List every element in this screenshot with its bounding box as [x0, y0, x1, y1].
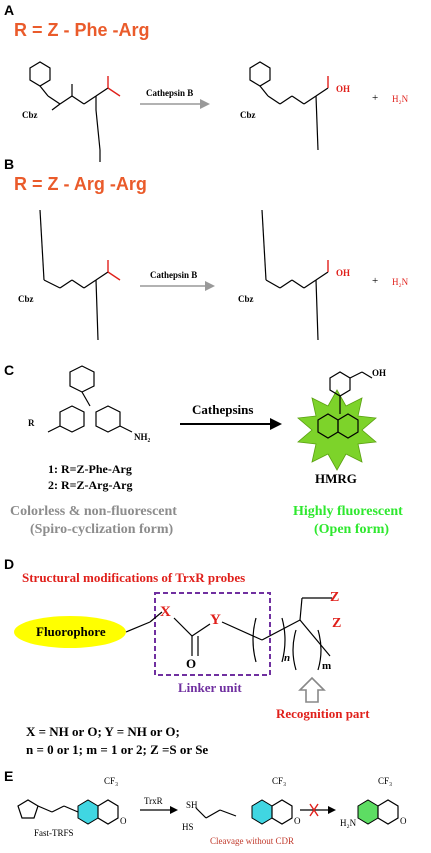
o-label-e2: O	[294, 816, 301, 826]
nh2-label-c: NH₂	[134, 432, 151, 442]
n-subscript: n	[284, 652, 291, 664]
legend-line-2: n = 0 or 1; m = 1 or 2; Z =S or Se	[26, 742, 209, 757]
o-label-e3: O	[400, 816, 407, 826]
panel-c-letter: C	[4, 362, 15, 378]
left-caption-2: (Spiro-cyclization form)	[30, 522, 174, 537]
plus-sign-b: +	[372, 275, 379, 287]
phenyl-ring-right	[249, 61, 271, 87]
compound-1-label: 1: R=Z-Phe-Arg	[48, 462, 132, 476]
panel-e-letter: E	[4, 768, 14, 784]
cbz-label-a-right: Cbz	[240, 110, 256, 120]
cf3-label-1: CF₃	[104, 776, 119, 786]
left-caption-1: Colorless & non-fluorescent	[10, 504, 177, 519]
coumarin-product-benzo	[357, 799, 379, 825]
z-atom-bottom: Z	[332, 616, 342, 631]
y-atom: Y	[210, 612, 221, 628]
h2n-label-e: H₂N	[340, 818, 357, 828]
coumarin-left-benzo	[77, 799, 99, 825]
right-caption-2: (Open form)	[314, 522, 390, 537]
sh-label: SH	[186, 800, 198, 810]
amine-label-b: H₂N	[392, 277, 409, 287]
fluorophore-label: Fluorophore	[36, 624, 106, 639]
cbz-label-b-right: Cbz	[238, 294, 254, 304]
trxr-label: TrxR	[144, 796, 163, 806]
coumarin-middle-benzo	[251, 799, 273, 825]
oh-label-c: OH	[372, 368, 387, 378]
panel-b-title: R = Z - Arg -Arg	[14, 174, 147, 194]
amine-label-a: H₂N	[392, 94, 409, 104]
linker-label: Linker unit	[178, 680, 242, 695]
panel-d-letter: D	[4, 556, 15, 572]
panel-a-letter: A	[4, 2, 15, 18]
recognition-arrow-icon	[298, 676, 326, 703]
o-label-e1: O	[120, 816, 127, 826]
enzyme-label-a: Cathepsin B	[146, 88, 194, 98]
cf3-label-3: CF₃	[378, 776, 393, 786]
phenyl-ring-left	[29, 61, 51, 87]
legend-line-1: X = NH or O; Y = NH or O;	[26, 724, 180, 739]
spiro-benzo-ring	[69, 365, 95, 393]
fast-trfs-label: Fast-TRFS	[34, 828, 74, 838]
panel-a-title: R = Z - Phe -Arg	[14, 20, 150, 40]
enzyme-label-b: Cathepsin B	[150, 270, 198, 280]
fluorophore-ellipse	[14, 616, 126, 648]
cbz-label-a-left: Cbz	[22, 110, 38, 120]
m-subscript: m	[322, 660, 332, 672]
fluorescence-burst	[297, 389, 377, 471]
cf3-label-2: CF₃	[272, 776, 287, 786]
dithiolane-ring	[17, 799, 39, 819]
oh-label-b: OH	[336, 268, 351, 278]
linker-box	[154, 592, 271, 676]
r-label-c: R	[28, 418, 35, 428]
o-atom: O	[186, 656, 197, 671]
oh-label-a: OH	[336, 84, 351, 94]
cleavage-label: Cleavage without CDR	[210, 836, 294, 846]
z-atom-top: Z	[330, 590, 340, 605]
recognition-label: Recognition part	[276, 706, 370, 721]
panel-b-letter: B	[4, 156, 15, 172]
cbz-label-b-left: Cbz	[18, 294, 34, 304]
enzyme-label-c: Cathepsins	[192, 402, 254, 417]
hmrg-label: HMRG	[315, 471, 357, 486]
hs-label: HS	[182, 822, 194, 832]
panel-d-title: Structural modifications of TrxR probes	[22, 570, 246, 585]
compound-2-label: 2: R=Z-Arg-Arg	[48, 478, 133, 492]
right-caption-1: Highly fluorescent	[293, 504, 403, 519]
x-atom: X	[160, 604, 171, 620]
plus-sign-a: +	[372, 92, 379, 104]
